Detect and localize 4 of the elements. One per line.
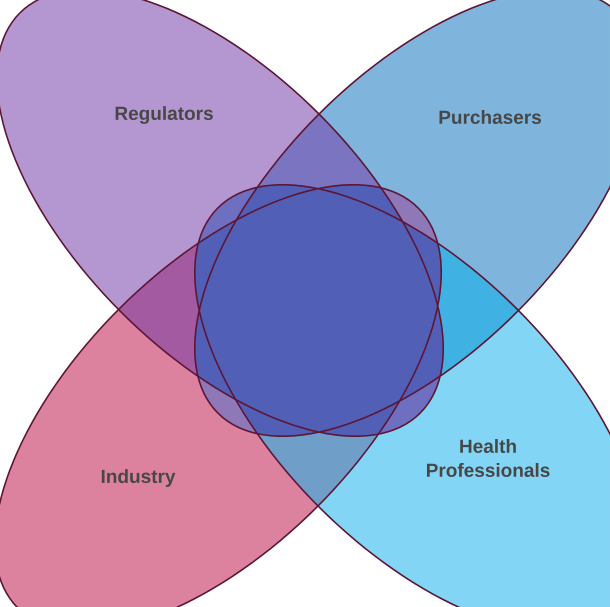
set-label: Regulators	[116, 106, 213, 124]
set-label: Health Professionals	[426, 439, 550, 477]
set-label: Purchasers	[440, 110, 541, 124]
set-label: Industry	[102, 469, 176, 487]
